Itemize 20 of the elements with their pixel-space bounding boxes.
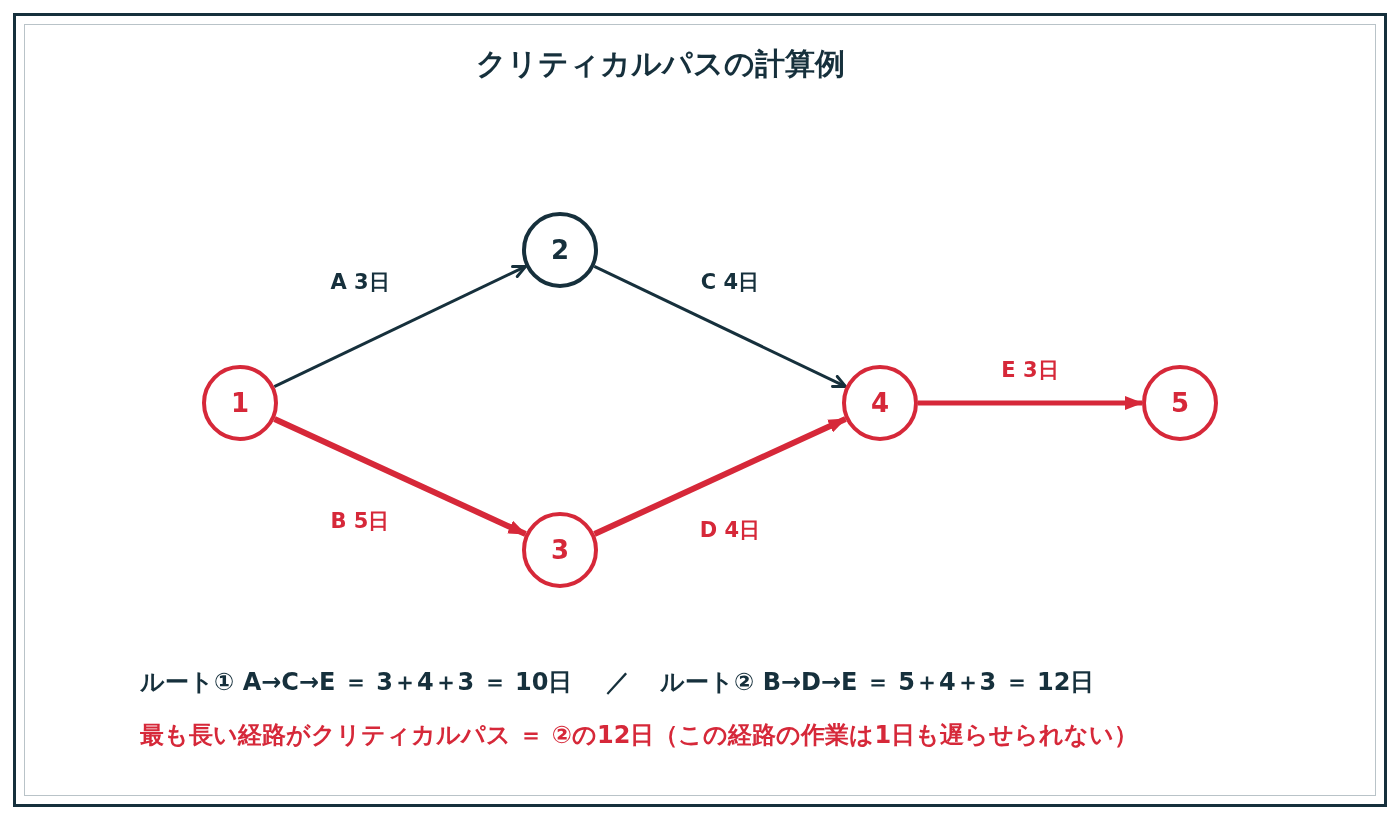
arrow bbox=[593, 416, 847, 537]
event-circle: 2 bbox=[522, 212, 598, 288]
event-circle: 5 bbox=[1142, 365, 1218, 441]
arrow bbox=[273, 416, 527, 537]
arrow bbox=[593, 265, 848, 389]
edge-label: D 4日 bbox=[699, 517, 761, 544]
note-text: ルート② B→D→E ＝ 5＋4＋3 ＝ 12日 bbox=[660, 667, 1095, 698]
title: クリティカルパスの計算例 bbox=[474, 45, 846, 83]
arrow bbox=[273, 264, 528, 388]
edge-label: E 3日 bbox=[1001, 357, 1059, 384]
edge-label: C 4日 bbox=[700, 269, 760, 296]
edge-label: A 3日 bbox=[330, 269, 390, 296]
edge-label: B 5日 bbox=[330, 508, 390, 535]
event-circle: 3 bbox=[522, 512, 598, 588]
event-circle: 1 bbox=[202, 365, 278, 441]
note-text: 最も長い経路がクリティカルパス ＝ ②の12日（この経路の作業は1日も遅らせられない） bbox=[140, 720, 1139, 751]
event-circle: 4 bbox=[842, 365, 918, 441]
note-text: ルート① A→C→E ＝ 3＋4＋3 ＝ 10日 bbox=[140, 667, 573, 698]
arrow bbox=[918, 396, 1143, 410]
note-text: ／ bbox=[606, 667, 630, 698]
